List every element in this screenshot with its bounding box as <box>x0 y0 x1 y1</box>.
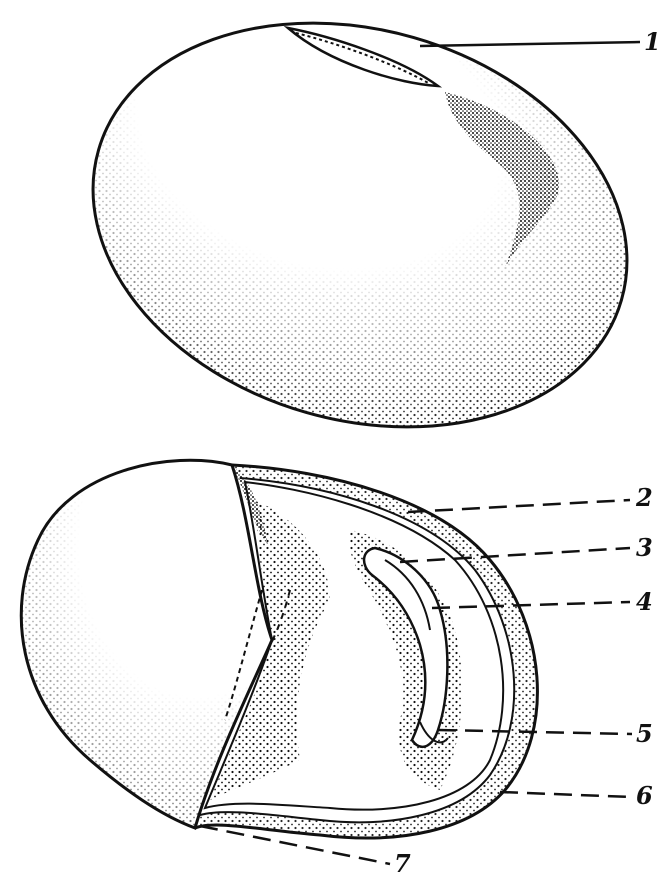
label-4: 4 <box>636 587 653 616</box>
label-7: 7 <box>394 849 411 876</box>
intact-seed <box>45 0 660 487</box>
label-5: 5 <box>636 719 653 748</box>
label-3: 3 <box>636 533 653 562</box>
leader-2 <box>408 500 630 512</box>
label-6: 6 <box>636 781 653 810</box>
leader-1 <box>420 42 640 46</box>
label-2: 2 <box>635 483 653 512</box>
label-1: 1 <box>644 27 660 56</box>
leader-6 <box>500 792 632 797</box>
